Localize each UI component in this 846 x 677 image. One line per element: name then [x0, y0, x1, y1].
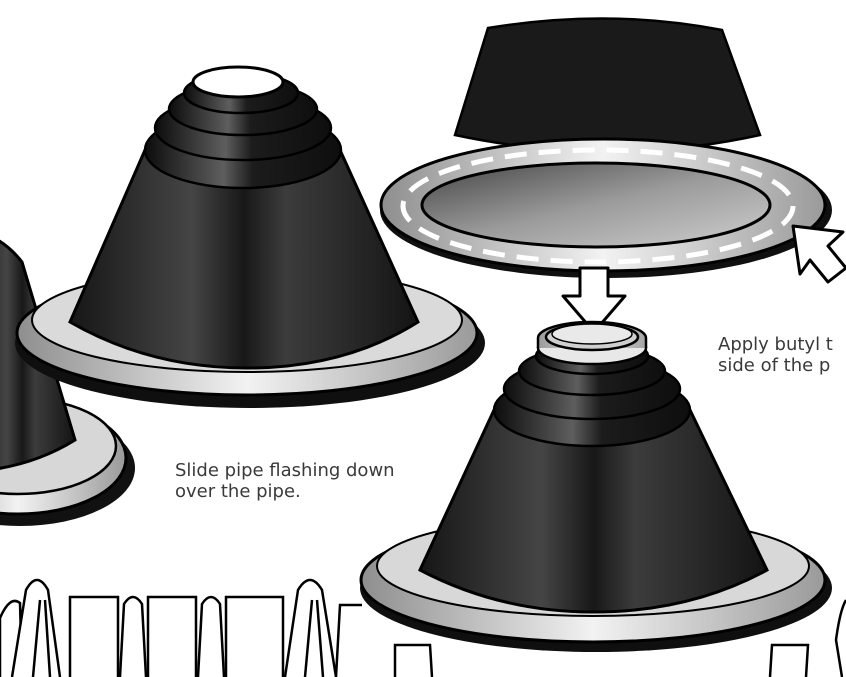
butyl-tape-dashed-ring	[400, 147, 796, 265]
pointer-arrow-icon	[791, 224, 846, 284]
corrugated-roof-sheet	[0, 578, 846, 677]
slide-caption-line-1: Slide pipe flashing down	[175, 460, 395, 481]
apply-caption-line-2: side of the p	[718, 355, 831, 376]
butyl-instruction-caption: Apply butyl t side of the p	[718, 334, 833, 376]
pipe-boot-left	[0, 239, 135, 526]
slide-caption-line-2: over the pipe.	[175, 481, 301, 502]
slide-instruction-caption: Slide pipe flashing down over the pipe.	[175, 460, 395, 502]
pipe-boot-middle	[15, 65, 485, 408]
pipe-boot-lower-right	[359, 320, 832, 677]
pipe-boot-upper-right	[379, 17, 832, 278]
apply-caption-line-1: Apply butyl t	[718, 334, 833, 355]
down-arrow-icon	[561, 266, 627, 334]
